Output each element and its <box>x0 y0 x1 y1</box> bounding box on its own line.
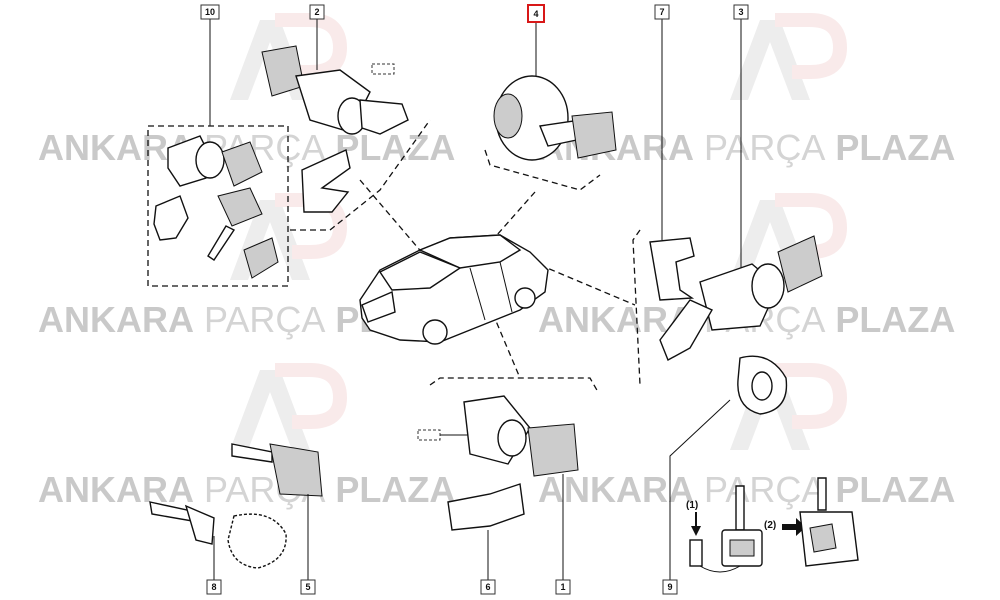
callout-1[interactable]: 1 <box>555 579 571 595</box>
watermark-logo <box>730 13 848 100</box>
callout-label: 2 <box>314 7 319 17</box>
part-8-5-keys <box>149 443 323 569</box>
part-6-bracket <box>447 483 525 531</box>
callout-label: 7 <box>659 7 664 17</box>
callout-label: 9 <box>667 582 672 592</box>
car-headlight <box>361 290 396 323</box>
ref-box <box>371 63 395 75</box>
part-7-clip <box>649 237 695 301</box>
watermark-word: PLAZA <box>835 299 955 340</box>
key-head-icon <box>221 141 263 187</box>
callout-2[interactable]: 2 <box>309 4 325 20</box>
car-windshield <box>378 251 462 291</box>
watermark-word: PLAZA <box>835 127 955 168</box>
key-blade-icon <box>231 443 273 463</box>
key-head-icon <box>269 443 323 497</box>
part-4-fuel-lock <box>493 75 617 161</box>
ref-box <box>417 429 441 441</box>
connector-2-car <box>359 179 431 263</box>
watermark-word: ANKARA <box>38 299 194 340</box>
dashed-outlines <box>147 119 641 393</box>
retainer-clip <box>301 149 351 213</box>
watermark-word: ANKARA <box>38 469 194 510</box>
lock-slot <box>689 539 703 567</box>
key-head-icon <box>777 235 823 293</box>
callout-label: 10 <box>205 7 215 17</box>
logo-diamond-icon <box>809 523 837 553</box>
leader-lines <box>209 19 742 580</box>
callout-label: 8 <box>211 582 216 592</box>
callout-label: 1 <box>560 582 565 592</box>
watermark-logo <box>730 363 848 450</box>
transponder-icon <box>243 237 279 279</box>
key-head-icon <box>571 111 617 159</box>
watermark-logo <box>230 363 348 450</box>
watermark-word: PLAZA <box>335 469 455 510</box>
callout-label: 5 <box>305 582 310 592</box>
kit-10-boundary <box>147 125 289 287</box>
part-3-tailgate-lock <box>649 235 823 415</box>
callout-label: 3 <box>738 7 743 17</box>
callout-10[interactable]: 10 <box>200 4 220 20</box>
car-rear-wheel <box>514 287 536 309</box>
key-blade-icon <box>735 485 745 531</box>
group-4-boundary <box>484 149 601 191</box>
key-blade-icon <box>207 225 236 261</box>
callout-label: 4 <box>533 9 538 19</box>
group-2-boundary <box>290 119 431 231</box>
callout-label: 6 <box>485 582 490 592</box>
key-blade-icon <box>817 477 827 511</box>
watermark-word: PARÇA <box>204 299 325 340</box>
part-9-key-programming: (1) (2) <box>686 477 859 573</box>
group-1-boundary <box>429 377 599 393</box>
step-1-label: (1) <box>686 500 698 511</box>
transponder-pad <box>227 513 287 569</box>
part-10-lock-kit <box>153 135 279 279</box>
watermark-word: PLAZA <box>835 469 955 510</box>
arrow-down-icon <box>691 526 701 536</box>
step-2-label: (2) <box>764 520 776 531</box>
callout-3[interactable]: 3 <box>733 4 749 20</box>
callout-9[interactable]: 9 <box>662 579 678 595</box>
group-3-boundary <box>632 229 641 386</box>
part-2-door-lock <box>261 45 409 213</box>
connector-3-car <box>539 264 636 306</box>
watermark-word: PARÇA <box>704 469 825 510</box>
connector-4-car <box>487 191 536 246</box>
key-label-icon <box>729 539 755 557</box>
arrow-right-icon <box>782 518 806 536</box>
watermark-word: PARÇA <box>704 127 825 168</box>
callout-7[interactable]: 7 <box>654 4 670 20</box>
callout-8[interactable]: 8 <box>206 579 222 595</box>
watermark-word: ANKARA <box>538 469 694 510</box>
callout-6[interactable]: 6 <box>480 579 496 595</box>
callout-5[interactable]: 5 <box>300 579 316 595</box>
callouts: 10 2 4 7 3 8 5 6 <box>200 4 749 595</box>
part-1-6-lock <box>417 395 579 531</box>
car-front-wheel <box>422 319 448 345</box>
key-head-icon <box>527 423 579 477</box>
key-head-icon <box>217 187 263 227</box>
car-illustration <box>359 234 549 345</box>
callout-4[interactable]: 4 <box>527 4 545 23</box>
